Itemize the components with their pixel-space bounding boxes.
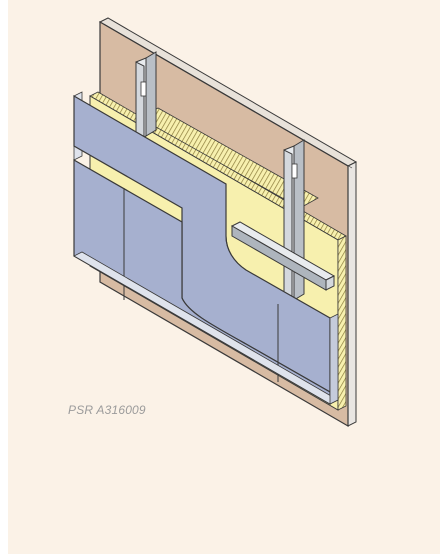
front-board	[73, 91, 339, 406]
metal-stud-right	[283, 139, 305, 309]
horizontal-profile	[230, 221, 336, 291]
figure-reference-code: PSR A316009	[68, 403, 146, 417]
